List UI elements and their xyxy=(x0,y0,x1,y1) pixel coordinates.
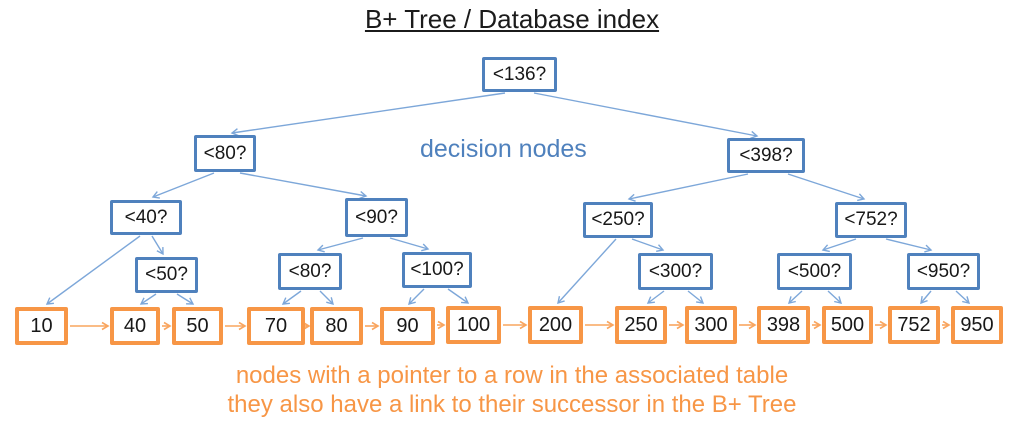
page-title: B+ Tree / Database index xyxy=(364,4,660,34)
leaf-node-250: 250 xyxy=(615,306,667,344)
decision-nodes-annotation: decision nodes xyxy=(420,135,587,163)
leaf-node-300: 300 xyxy=(685,306,737,344)
caption-line-2: they also have a link to their successor… xyxy=(227,391,797,418)
decision-node-398: <398? xyxy=(727,138,805,173)
decision-node-250: <250? xyxy=(583,202,653,238)
decision-node-500: <500? xyxy=(777,253,852,290)
decision-node-752: <752? xyxy=(835,202,907,238)
decision-node-950: <950? xyxy=(907,253,980,290)
leaf-node-200: 200 xyxy=(528,306,583,344)
leaf-node-50: 50 xyxy=(172,307,223,345)
caption-line-1: nodes with a pointer to a row in the ass… xyxy=(235,362,789,389)
leaf-node-10: 10 xyxy=(15,307,68,345)
leaf-node-500: 500 xyxy=(822,306,873,344)
decision-node-90: <90? xyxy=(345,198,408,237)
leaf-nodes-caption: nodes with a pointer to a row in the ass… xyxy=(0,361,1024,419)
decision-node-50: <50? xyxy=(135,257,198,293)
decision-node-100: <100? xyxy=(402,252,472,288)
leaf-node-752: 752 xyxy=(888,306,940,344)
decision-node-80: <80? xyxy=(194,135,256,172)
leaf-node-398: 398 xyxy=(757,306,810,344)
leaf-node-950: 950 xyxy=(951,306,1003,344)
leaf-node-80: 80 xyxy=(310,307,363,345)
leaf-node-100: 100 xyxy=(446,306,501,344)
leaf-node-70: 70 xyxy=(247,307,305,345)
decision-node-40: <40? xyxy=(110,200,182,235)
leaf-node-90: 90 xyxy=(380,307,435,345)
decision-node-136: <136? xyxy=(482,57,557,92)
leaf-node-40: 40 xyxy=(110,307,160,345)
decision-node-80b: <80? xyxy=(278,253,342,290)
decision-node-300: <300? xyxy=(638,253,713,290)
